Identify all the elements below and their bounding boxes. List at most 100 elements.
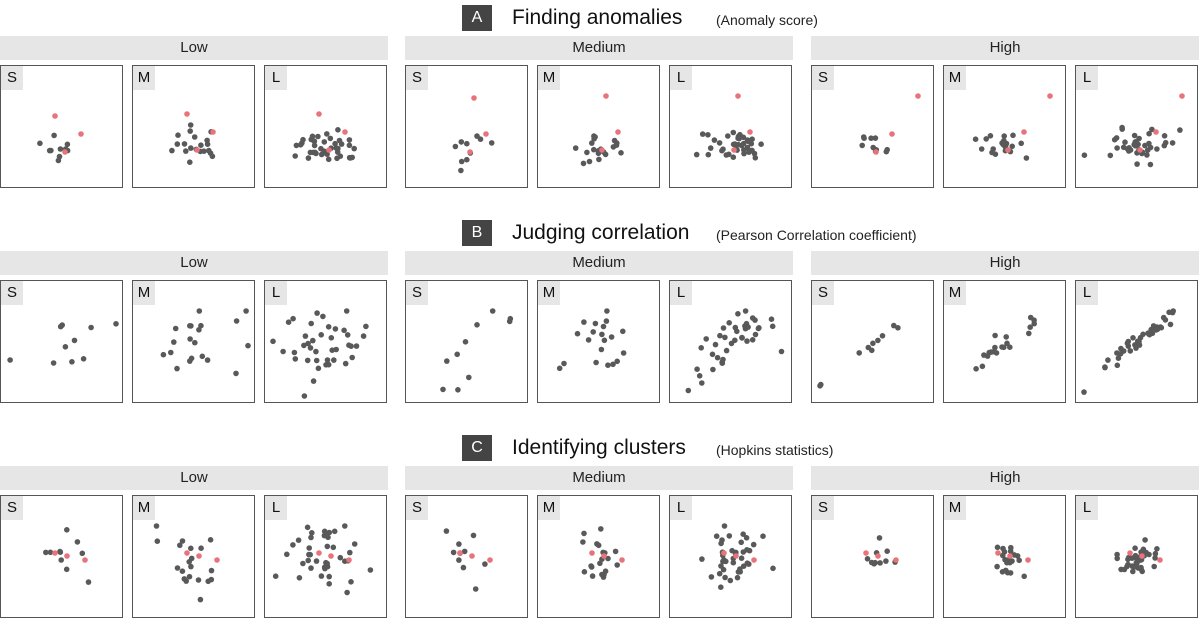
data-point [705, 151, 712, 158]
data-point [1119, 124, 1125, 131]
data-point [720, 146, 726, 152]
data-point [327, 135, 334, 142]
data-point [243, 308, 249, 314]
data-point [581, 569, 588, 575]
scatter-panel-low-l: L [264, 280, 387, 403]
data-point [342, 523, 348, 529]
data-point [1149, 126, 1155, 133]
data-point [699, 131, 706, 137]
size-label: M [538, 66, 560, 90]
scatter-panel-medium-l: L [669, 280, 792, 403]
data-point [444, 358, 450, 364]
data-point [305, 155, 312, 161]
data-point [461, 548, 468, 555]
data-point [318, 573, 325, 579]
data-point [1132, 143, 1139, 149]
size-label: L [1076, 66, 1098, 90]
data-point [1147, 161, 1154, 168]
data-point [181, 141, 188, 147]
data-point [693, 151, 700, 158]
size-label: S [406, 66, 428, 90]
highlight-point [893, 557, 899, 563]
size-label: M [944, 66, 966, 90]
data-point [593, 359, 599, 366]
data-point [43, 549, 49, 556]
data-point [69, 359, 75, 365]
data-point [50, 360, 57, 366]
data-point [328, 335, 335, 341]
data-point [745, 324, 751, 330]
data-point [1111, 136, 1118, 143]
data-point [326, 581, 332, 587]
data-point [332, 140, 338, 147]
scatter-panel-low-m: M [132, 495, 255, 618]
scatter-plot [1081, 308, 1176, 395]
data-point [730, 154, 737, 160]
data-point [174, 141, 181, 147]
highlight-point [599, 147, 605, 153]
data-point [308, 534, 314, 541]
data-point [347, 155, 353, 161]
data-point [309, 133, 316, 140]
data-point [290, 542, 296, 548]
highlight-point [483, 131, 489, 137]
data-point [709, 351, 716, 358]
data-point [458, 167, 464, 174]
scatter-panel-low-s: S [0, 280, 123, 403]
data-point [335, 127, 341, 133]
data-point [1130, 568, 1136, 575]
data-point [1140, 546, 1147, 553]
highlight-point [78, 131, 84, 137]
scatter-panel-high-l: L [1075, 280, 1198, 403]
data-point [1007, 559, 1013, 566]
data-point [722, 334, 728, 341]
highlight-point [467, 149, 473, 155]
data-point [344, 589, 350, 596]
highlight-point [1005, 147, 1011, 153]
size-label: M [538, 281, 560, 305]
data-point [1134, 161, 1140, 167]
data-point [318, 145, 324, 152]
data-point [306, 545, 312, 551]
data-point [307, 345, 314, 351]
scatter-panel-low-m: M [132, 65, 255, 188]
data-point [620, 350, 627, 356]
data-point [326, 573, 332, 580]
highlight-point [82, 557, 88, 563]
scatter-panel-medium-s: S [405, 65, 528, 188]
data-point [472, 586, 479, 592]
data-point [1008, 544, 1014, 551]
data-point [611, 137, 618, 144]
section-title: Identifying clusters [512, 436, 686, 459]
data-point [343, 308, 350, 314]
highlight-point [889, 131, 895, 137]
data-point [334, 149, 341, 155]
data-point [312, 149, 318, 156]
data-point [325, 156, 332, 163]
data-point [55, 157, 62, 164]
data-point [440, 386, 446, 393]
data-point [994, 544, 1001, 551]
scatter-plot [572, 93, 624, 167]
scatter-plot [270, 308, 369, 399]
data-point [198, 545, 204, 551]
highlight-point [1007, 553, 1013, 559]
scatter-plot [160, 308, 251, 377]
data-point [1152, 550, 1159, 557]
data-point [1007, 344, 1013, 350]
data-point [154, 538, 161, 544]
data-point [1152, 555, 1158, 561]
data-point [367, 567, 374, 573]
data-point [884, 548, 890, 554]
data-point [727, 577, 734, 584]
data-point [895, 325, 901, 331]
data-point [310, 378, 317, 384]
data-point [199, 353, 206, 360]
data-point [749, 337, 756, 343]
size-label: S [1, 281, 23, 305]
section-subtitle: (Hopkins statistics) [716, 442, 834, 458]
data-point [113, 321, 119, 327]
data-point [233, 370, 239, 377]
data-point [57, 549, 64, 555]
